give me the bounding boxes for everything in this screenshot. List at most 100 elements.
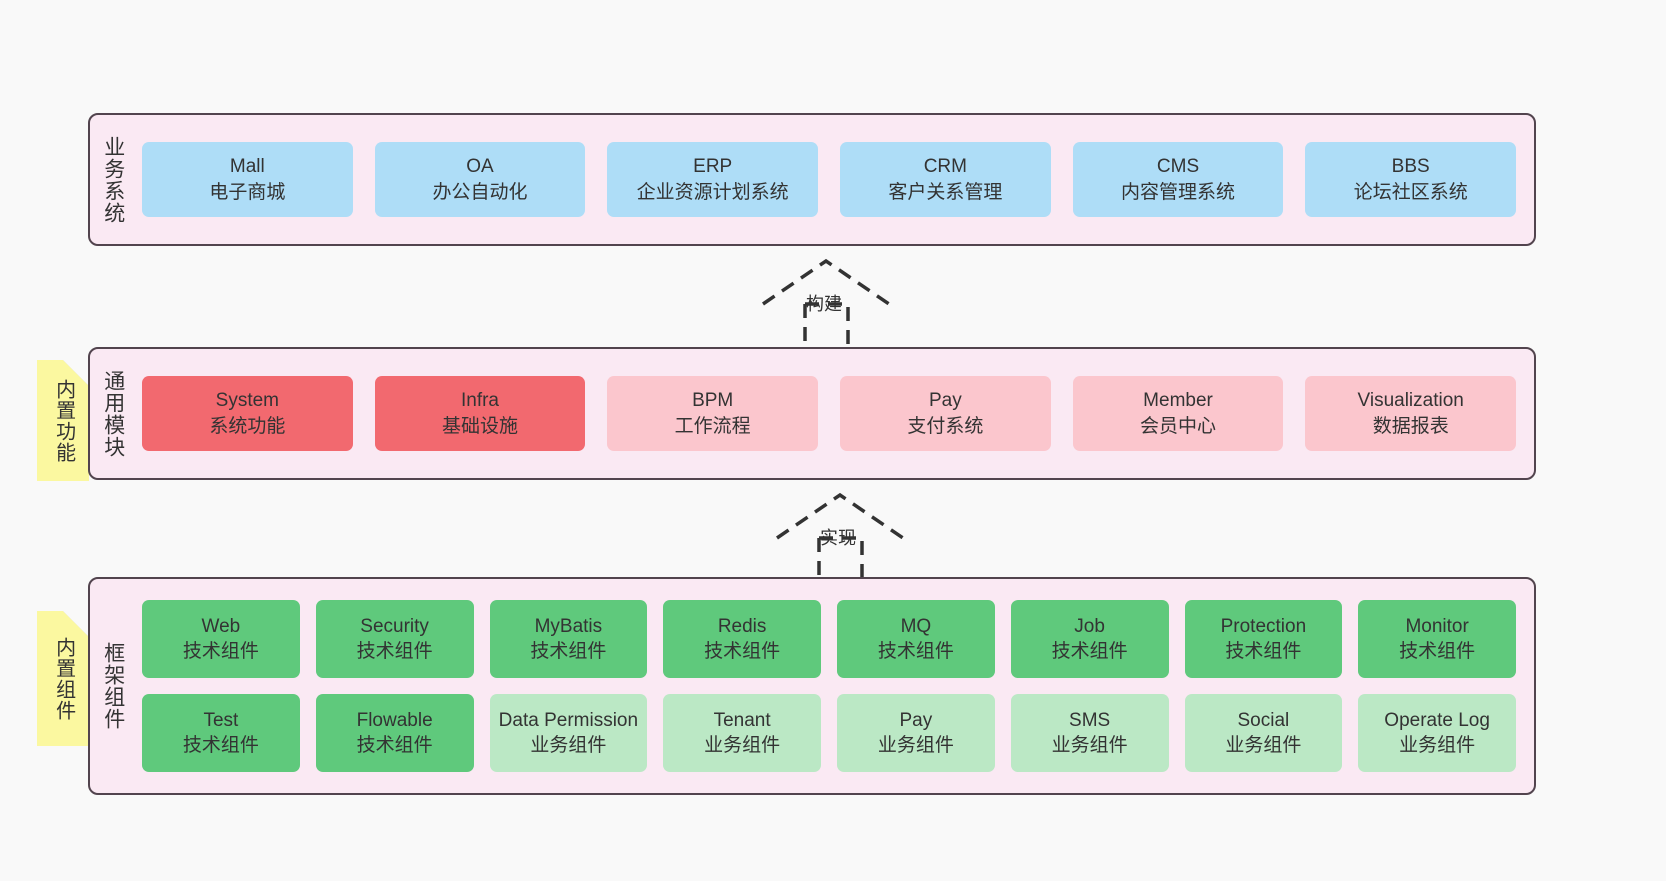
card-title: MyBatis — [534, 615, 603, 637]
card-erp[interactable]: ERP 企业资源计划系统 — [607, 142, 819, 217]
note-fold-cut-icon — [63, 611, 89, 637]
card-subtitle: 系统功能 — [209, 415, 286, 437]
card-pay-module[interactable]: Pay 支付系统 — [840, 376, 1051, 451]
card-subtitle: 技术组件 — [1051, 641, 1128, 662]
card-title: OA — [466, 156, 494, 178]
card-title: Test — [203, 709, 239, 731]
card-redis[interactable]: Redis 技术组件 — [663, 600, 821, 678]
card-subtitle: 技术组件 — [356, 735, 433, 756]
note-label: 内置功能 — [52, 378, 75, 463]
card-row: Web 技术组件 Security 技术组件 MyBatis 技术组件 Redi… — [142, 600, 1516, 678]
card-oa[interactable]: OA 办公自动化 — [374, 142, 586, 217]
card-subtitle: 论坛社区系统 — [1353, 181, 1468, 203]
card-social[interactable]: Social 业务组件 — [1184, 694, 1343, 772]
arrow-stem-shape — [805, 302, 850, 348]
card-title: Flowable — [356, 709, 433, 731]
note-builtin-function[interactable]: 内置功能 — [37, 360, 89, 481]
card-test[interactable]: Test 技术组件 — [142, 694, 300, 772]
card-subtitle: 支付系统 — [907, 415, 984, 437]
layer-body-common-module: System 系统功能 Infra 基础设施 BPM 工作流程 Pay 支付系统… — [136, 349, 1534, 478]
card-subtitle: 技术组件 — [530, 641, 607, 662]
card-subtitle: 电子商城 — [209, 181, 286, 203]
card-title: System — [215, 390, 280, 412]
card-subtitle: 业务组件 — [1051, 735, 1128, 756]
card-protection[interactable]: Protection 技术组件 — [1184, 600, 1343, 678]
card-subtitle: 办公自动化 — [432, 181, 528, 203]
card-title: Data Permission — [498, 709, 639, 731]
card-title: Pay — [928, 390, 962, 412]
card-subtitle: 基础设施 — [442, 415, 519, 437]
card-security[interactable]: Security 技术组件 — [315, 600, 474, 678]
card-monitor[interactable]: Monitor 技术组件 — [1358, 600, 1516, 678]
card-subtitle: 技术组件 — [704, 641, 781, 662]
card-title: Security — [360, 615, 429, 637]
card-title: ERP — [693, 156, 733, 178]
card-subtitle: 业务组件 — [877, 735, 954, 756]
card-sms[interactable]: SMS 业务组件 — [1010, 694, 1169, 772]
card-infra[interactable]: Infra 基础设施 — [374, 376, 586, 451]
card-title: CRM — [923, 156, 967, 178]
connector-label-implement: 实现 — [820, 528, 856, 548]
card-row: Test 技术组件 Flowable 技术组件 Data Permission … — [142, 694, 1516, 772]
card-data-permission[interactable]: Data Permission 业务组件 — [489, 694, 648, 772]
card-operate-log[interactable]: Operate Log 业务组件 — [1358, 694, 1516, 772]
card-bpm[interactable]: BPM 工作流程 — [607, 376, 819, 451]
connector-label-build: 构建 — [806, 294, 842, 314]
card-tenant[interactable]: Tenant 业务组件 — [663, 694, 821, 772]
card-title: BBS — [1391, 156, 1430, 178]
card-subtitle: 业务组件 — [704, 735, 781, 756]
card-title: Pay — [899, 709, 933, 731]
card-row: Mall 电子商城 OA 办公自动化 ERP 企业资源计划系统 CRM 客户关系… — [142, 142, 1517, 217]
card-subtitle: 业务组件 — [530, 735, 607, 756]
card-subtitle: 工作流程 — [674, 415, 751, 437]
card-visualization[interactable]: Visualization 数据报表 — [1305, 376, 1517, 451]
card-subtitle: 业务组件 — [1225, 735, 1302, 756]
card-mall[interactable]: Mall 电子商城 — [142, 142, 353, 217]
card-subtitle: 技术组件 — [1399, 641, 1476, 662]
card-title: BPM — [692, 390, 734, 412]
card-title: Mall — [229, 156, 265, 178]
layer-body-framework-component: Web 技术组件 Security 技术组件 MyBatis 技术组件 Redi… — [136, 579, 1534, 793]
card-bbs[interactable]: BBS 论坛社区系统 — [1305, 142, 1517, 217]
card-title: Member — [1143, 390, 1213, 412]
layer-framework-component[interactable]: 框架组件 Web 技术组件 Security 技术组件 MyBatis 技术组件… — [88, 577, 1536, 795]
card-job[interactable]: Job 技术组件 — [1010, 600, 1169, 678]
card-subtitle: 技术组件 — [182, 735, 259, 756]
card-title: CMS — [1156, 156, 1200, 178]
layer-business-system[interactable]: 业务系统 Mall 电子商城 OA 办公自动化 ERP 企业资源计划系统 CRM… — [88, 113, 1536, 246]
card-system[interactable]: System 系统功能 — [142, 376, 353, 451]
card-subtitle: 技术组件 — [356, 641, 433, 662]
card-title: Monitor — [1405, 615, 1469, 637]
card-title: Infra — [460, 390, 500, 412]
card-subtitle: 技术组件 — [182, 641, 259, 662]
card-flowable[interactable]: Flowable 技术组件 — [315, 694, 474, 772]
card-title: Redis — [717, 615, 767, 637]
card-mq[interactable]: MQ 技术组件 — [837, 600, 995, 678]
arrow-stem-shape — [819, 536, 864, 582]
arrow-head-shape — [776, 492, 904, 540]
card-subtitle: 企业资源计划系统 — [636, 181, 789, 203]
connector-implement: 实现 — [772, 492, 922, 582]
card-title: Job — [1074, 615, 1105, 637]
card-pay-component[interactable]: Pay 业务组件 — [837, 694, 995, 772]
card-title: Operate Log — [1384, 709, 1490, 731]
card-mybatis[interactable]: MyBatis 技术组件 — [489, 600, 648, 678]
card-title: SMS — [1069, 709, 1111, 731]
card-title: Web — [201, 615, 241, 637]
card-member[interactable]: Member 会员中心 — [1072, 376, 1284, 451]
layer-label-common-module: 通用模块 — [101, 369, 125, 458]
card-web[interactable]: Web 技术组件 — [142, 600, 300, 678]
card-subtitle: 客户关系管理 — [888, 181, 1003, 203]
card-title: Visualization — [1357, 390, 1464, 412]
note-builtin-component[interactable]: 内置组件 — [37, 611, 89, 746]
layer-common-module[interactable]: 通用模块 System 系统功能 Infra 基础设施 BPM 工作流程 Pay… — [88, 347, 1536, 480]
card-title: Social — [1237, 709, 1290, 731]
note-label: 内置组件 — [52, 636, 75, 721]
card-cms[interactable]: CMS 内容管理系统 — [1072, 142, 1284, 217]
card-subtitle: 会员中心 — [1140, 415, 1217, 437]
card-row: System 系统功能 Infra 基础设施 BPM 工作流程 Pay 支付系统… — [142, 376, 1517, 451]
card-subtitle: 技术组件 — [1225, 641, 1302, 662]
layer-body-business-system: Mall 电子商城 OA 办公自动化 ERP 企业资源计划系统 CRM 客户关系… — [136, 115, 1534, 244]
card-crm[interactable]: CRM 客户关系管理 — [840, 142, 1051, 217]
